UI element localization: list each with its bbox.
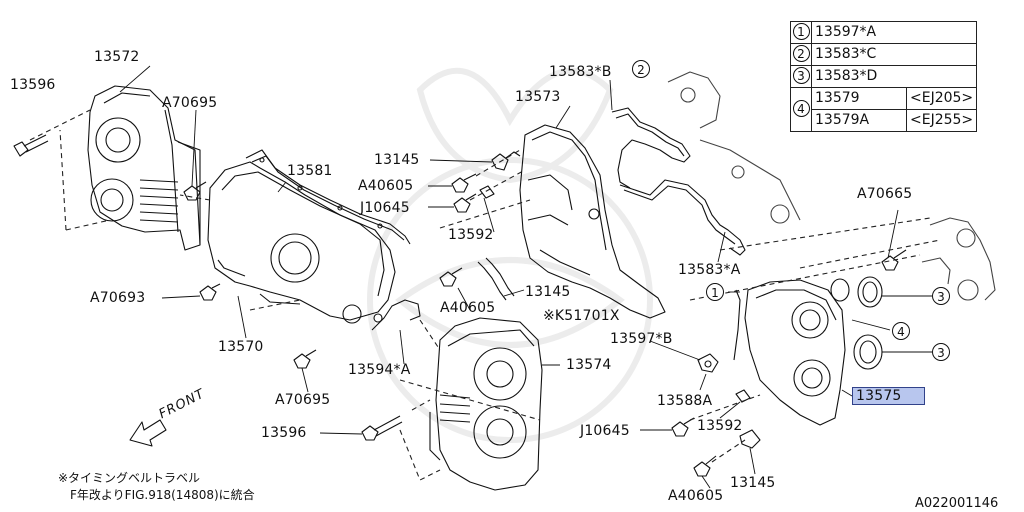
label-13596-upper[interactable]: 13596	[10, 77, 56, 93]
ref-code: A022001146	[915, 496, 999, 511]
label-J10645-lower[interactable]: J10645	[580, 423, 630, 439]
bolt-A70693[interactable]	[199, 283, 221, 301]
legend-part[interactable]: 13579	[811, 87, 907, 110]
legend-num: 4	[792, 100, 810, 117]
label-A70695-lower[interactable]: A70695	[275, 392, 331, 408]
label-13145-lower[interactable]: 13145	[730, 475, 776, 491]
label-A70693[interactable]: A70693	[90, 290, 146, 306]
callout-3-upper: 3	[932, 287, 950, 305]
legend-spec: <EJ255>	[905, 109, 978, 132]
legend-row: 1 13597*A	[790, 21, 978, 44]
bolt-13596-lower[interactable]	[361, 415, 403, 441]
part-13145-clip-upper[interactable]	[491, 151, 521, 171]
bolt-A70695-upper[interactable]	[183, 181, 207, 201]
part-seal-3-lower[interactable]	[853, 334, 883, 370]
part-13594A-bracket[interactable]	[371, 299, 421, 331]
callout-1: 1	[706, 283, 724, 301]
label-J10645-upper[interactable]: J10645	[360, 200, 410, 216]
label-13572[interactable]: 13572	[94, 49, 140, 65]
legend-row: 13579A <EJ255>	[791, 109, 978, 132]
callout-3-lower: 3	[932, 343, 950, 361]
part-13592-spacer-upper[interactable]	[479, 185, 495, 199]
watermark-emblem	[367, 67, 653, 443]
dashed-guides	[29, 109, 941, 481]
callout-2: 2	[632, 60, 650, 78]
part-13145-clip-lower[interactable]	[739, 429, 761, 449]
bolt-A70695-lower[interactable]	[293, 349, 317, 369]
label-13583B[interactable]: 13583*B	[549, 64, 612, 80]
label-13592-lower[interactable]: 13592	[697, 418, 743, 434]
legend-part[interactable]: 13583*D	[810, 65, 978, 88]
bolt-13596-upper[interactable]	[13, 134, 49, 157]
legend-spec: <EJ205>	[905, 87, 978, 110]
legend-part[interactable]: 13579A	[811, 109, 907, 132]
legend-row: 3 13583*D	[790, 65, 978, 88]
label-13597B[interactable]: 13597*B	[610, 331, 673, 347]
front-arrow-icon	[129, 419, 167, 447]
part-13573-cover[interactable]	[519, 124, 666, 319]
engine-block-sketch	[667, 71, 996, 301]
label-A40605-middle[interactable]: A40605	[440, 300, 496, 316]
label-13570[interactable]: 13570	[218, 339, 264, 355]
label-13596-lower[interactable]: 13596	[261, 425, 307, 441]
part-13581-gasket[interactable]	[245, 149, 411, 245]
part-13583B-gasket[interactable]	[611, 107, 691, 189]
part-13588A-tensioner[interactable]	[697, 353, 719, 373]
bolt-A40605-lower-middle[interactable]	[439, 267, 463, 287]
legend-part[interactable]: 13597*A	[810, 21, 978, 44]
legend-num: 1	[792, 23, 810, 40]
part-13572-cover[interactable]	[87, 85, 201, 251]
callout-4: 4	[892, 322, 910, 340]
legend-part[interactable]: 13583*C	[810, 43, 978, 66]
label-13581[interactable]: 13581	[287, 163, 333, 179]
part-13574-cover[interactable]	[429, 317, 543, 491]
label-13588A[interactable]: 13588A	[657, 393, 713, 409]
label-A40605-lower[interactable]: A40605	[668, 488, 724, 504]
part-seal-3-upper[interactable]	[857, 276, 883, 308]
bolt-J10645-middle[interactable]	[453, 193, 477, 213]
legend-num: 3	[792, 67, 810, 84]
bolt-J10645-lower[interactable]	[671, 417, 695, 437]
part-13570-rear-cover[interactable]	[207, 161, 396, 324]
label-13145-upper[interactable]: 13145	[374, 152, 420, 168]
bolt-A40605-middle[interactable]	[451, 173, 477, 193]
label-13583A[interactable]: 13583*A	[678, 262, 741, 278]
label-13594A[interactable]: 13594*A	[348, 362, 411, 378]
label-13574[interactable]: 13574	[566, 357, 612, 373]
label-A40605-upper[interactable]: A40605	[358, 178, 414, 194]
label-13592-upper[interactable]: 13592	[448, 227, 494, 243]
label-13573[interactable]: 13573	[515, 89, 561, 105]
legend-num: 2	[792, 45, 810, 62]
label-13575-highlighted[interactable]: 13575	[852, 387, 925, 405]
bolt-A40605-lower[interactable]	[693, 455, 717, 477]
legend-row: 2 13583*C	[790, 43, 978, 66]
part-13575-cover[interactable]	[744, 279, 846, 426]
label-K51701X[interactable]: ※K51701X	[543, 308, 620, 324]
legend-table: 1 13597*A 2 13583*C 3 13583*D 4 13579 <E…	[790, 21, 978, 132]
label-A70665[interactable]: A70665	[857, 186, 913, 202]
legend-row: 4 13579 <EJ205>	[790, 87, 978, 132]
label-13145-middle[interactable]: 13145	[525, 284, 571, 300]
note-line-1: ※タイミングベルトラベル	[58, 471, 201, 485]
part-seal-4[interactable]	[830, 278, 850, 302]
leader-lines	[119, 65, 932, 489]
part-13583A-gasket[interactable]	[619, 179, 746, 256]
part-13592-spacer-lower[interactable]	[735, 389, 751, 403]
note-line-2: F年改よりFIG.918(14808)に統合	[70, 488, 255, 502]
label-A70695-upper[interactable]: A70695	[162, 95, 218, 111]
part-13597A-gasket[interactable]	[733, 289, 741, 361]
part-K51701X-hose[interactable]	[477, 257, 515, 301]
